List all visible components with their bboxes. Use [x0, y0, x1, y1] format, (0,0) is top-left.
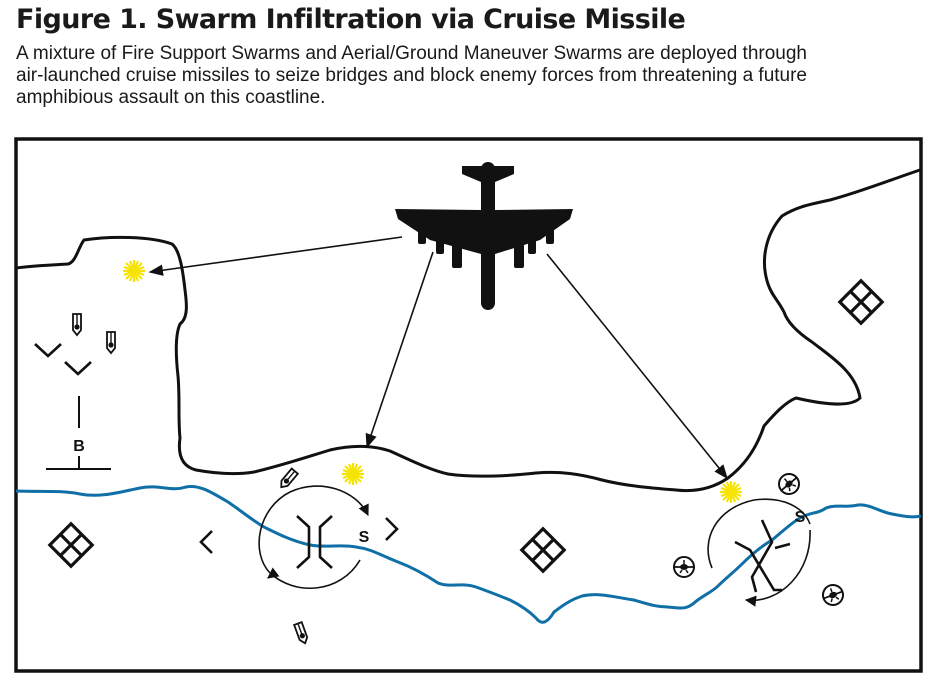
bridge-icon — [296, 515, 333, 569]
figure-caption: A mixture of Fire Support Swarms and Aer… — [16, 43, 921, 109]
boundary-icon — [46, 396, 111, 470]
launch-arrow-west — [148, 236, 403, 276]
map-frame — [14, 137, 923, 673]
seize-arc-left — [258, 485, 369, 574]
burst-icon — [340, 461, 366, 487]
river-path — [15, 484, 922, 624]
missile-icon — [72, 313, 82, 336]
seize-arc-right — [707, 498, 811, 569]
missile-icon — [293, 621, 310, 646]
missile-icon — [106, 331, 116, 354]
missile-icon — [277, 467, 299, 491]
bomber-aircraft-icon — [395, 162, 573, 310]
bridge-icon — [734, 519, 791, 593]
caption-line-2: air-launched cruise missiles to seize br… — [16, 65, 807, 86]
chevron-icon — [64, 361, 92, 376]
figure-title: Figure 1. Swarm Infiltration via Cruise … — [16, 4, 686, 35]
diamond-grid-icon — [838, 279, 884, 325]
chevron-icon — [385, 517, 399, 541]
burst-icon — [121, 258, 147, 284]
launch-arrow-south — [365, 251, 434, 449]
chevron-icon — [199, 530, 213, 554]
drone-icon — [773, 468, 805, 500]
seize-label-left: S — [359, 529, 370, 546]
caption-line-3: amphibious assault on this coastline. — [16, 87, 326, 108]
caption-line-1: A mixture of Fire Support Swarms and Aer… — [16, 43, 807, 64]
chevron-icon — [34, 343, 62, 358]
diamond-grid-icon — [48, 522, 94, 568]
diamond-grid-icon — [520, 527, 566, 573]
drone-icon — [819, 581, 847, 609]
launch-arrow-east — [546, 253, 728, 480]
burst-icon — [718, 479, 744, 505]
drone-icon — [673, 556, 695, 578]
coastline-path — [15, 168, 921, 493]
boundary-label: B — [73, 438, 85, 455]
seize-label-right: S — [795, 509, 806, 526]
